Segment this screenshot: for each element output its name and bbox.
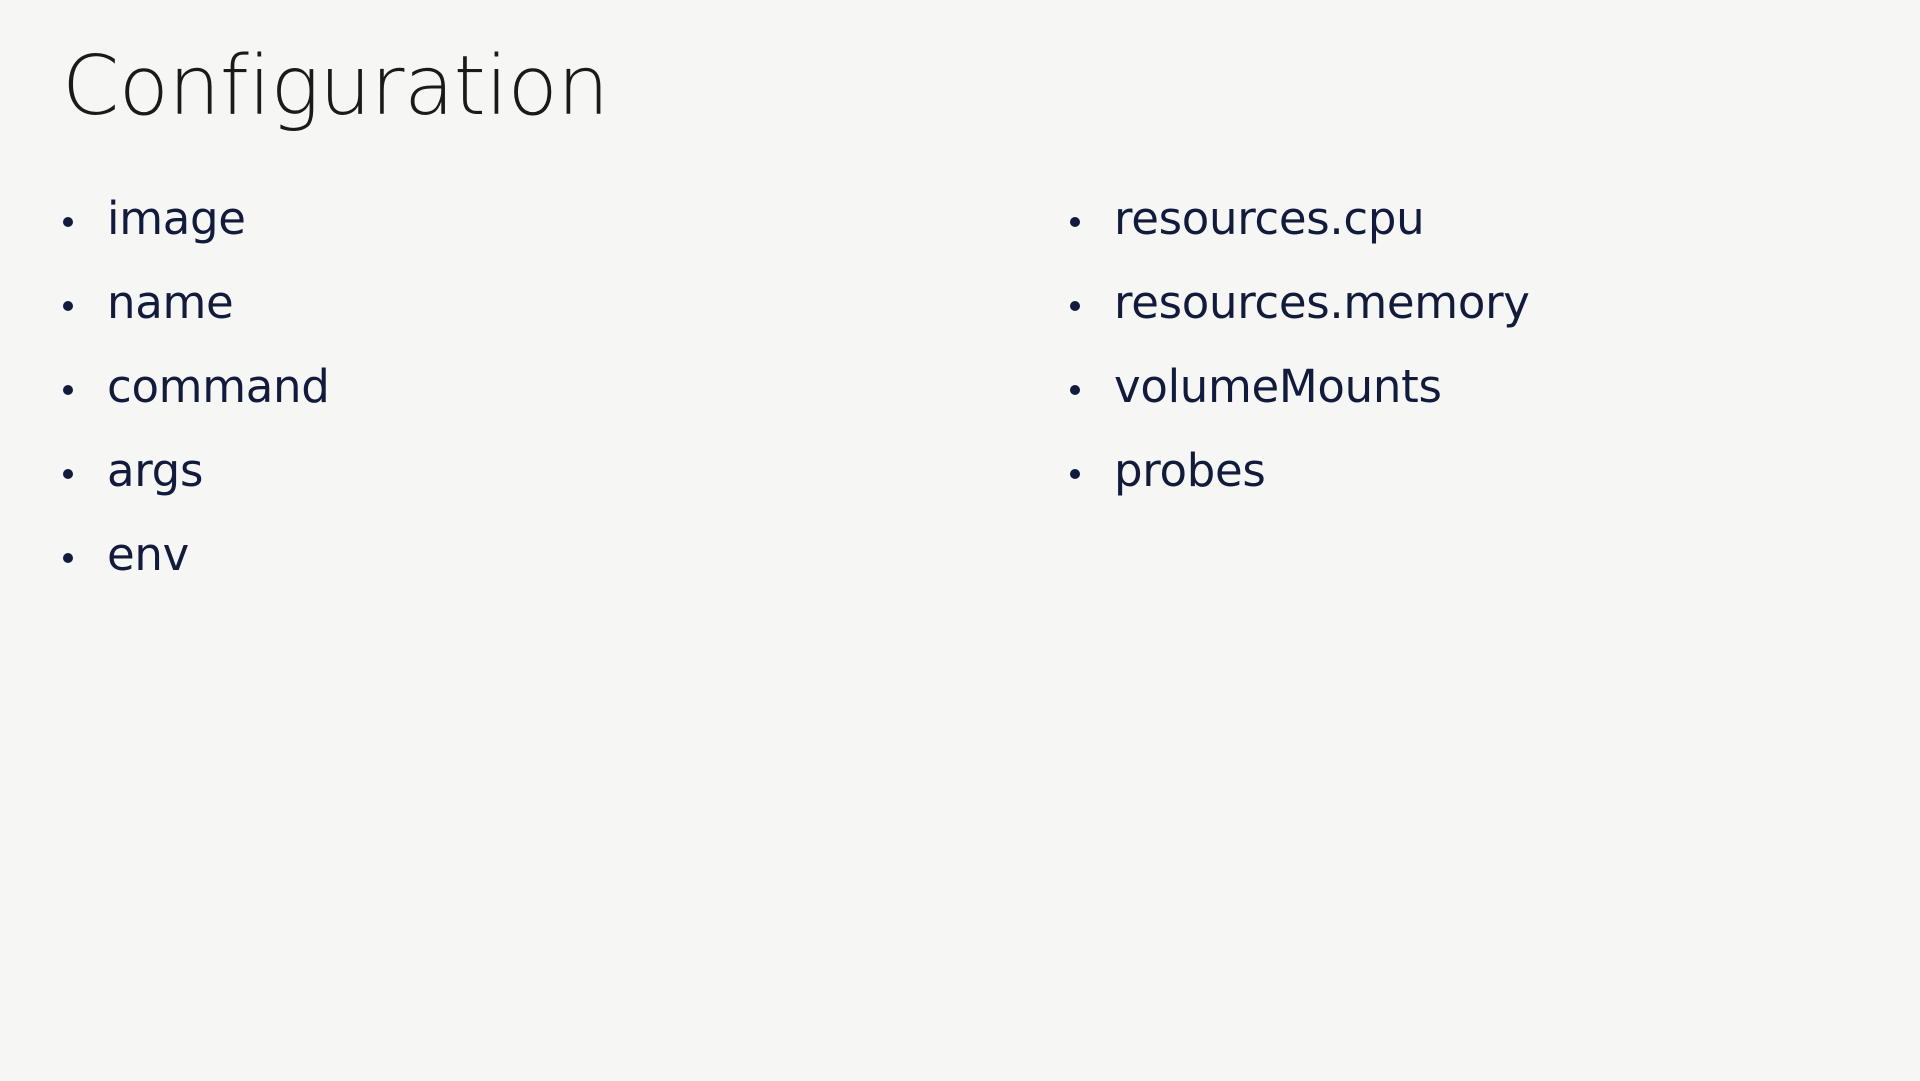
list-item: resources.cpu [1062, 196, 1862, 241]
bullet-dot-icon [1070, 301, 1080, 311]
list-item-label: env [107, 528, 189, 581]
list-item: probes [1062, 448, 1862, 493]
bullet-dot-icon [63, 385, 73, 395]
list-item: image [55, 196, 815, 241]
list-item-label: resources.memory [1114, 276, 1530, 329]
list-item-label: args [107, 444, 204, 497]
list-item-label: command [107, 360, 330, 413]
bullet-dot-icon [63, 301, 73, 311]
bullet-dot-icon [63, 469, 73, 479]
bullet-list-left: image name command args env [55, 196, 815, 577]
list-item-label: name [107, 276, 234, 329]
list-item-label: probes [1114, 444, 1266, 497]
list-item-label: volumeMounts [1114, 360, 1442, 413]
bullet-dot-icon [63, 553, 73, 563]
list-item-label: image [107, 192, 246, 245]
bullet-dot-icon [1070, 385, 1080, 395]
list-item: command [55, 364, 815, 409]
bullet-column-left: image name command args env [55, 196, 815, 616]
bullet-dot-icon [1070, 217, 1080, 227]
content-body: image name command args env [0, 196, 1920, 756]
bullet-list-right: resources.cpu resources.memory volumeMou… [1062, 196, 1862, 493]
list-item: name [55, 280, 815, 325]
page-title: Configuration [62, 39, 609, 134]
bullet-dot-icon [1070, 469, 1080, 479]
list-item: resources.memory [1062, 280, 1862, 325]
bullet-column-right: resources.cpu resources.memory volumeMou… [1062, 196, 1862, 532]
list-item: args [55, 448, 815, 493]
bullet-dot-icon [63, 217, 73, 227]
list-item: env [55, 532, 815, 577]
list-item: volumeMounts [1062, 364, 1862, 409]
list-item-label: resources.cpu [1114, 192, 1425, 245]
